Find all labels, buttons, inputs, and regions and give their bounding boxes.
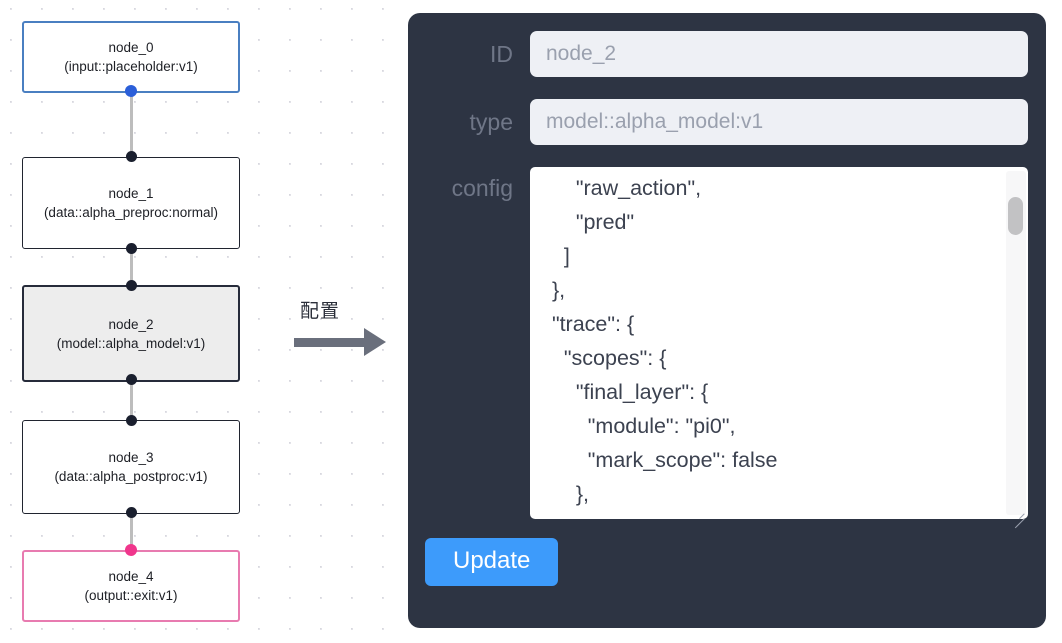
type-input[interactable] xyxy=(530,99,1028,145)
node-title: node_4 xyxy=(108,569,154,584)
form-row-actions: Update xyxy=(408,538,1028,586)
id-field-wrap xyxy=(530,31,1028,77)
config-field-label: config xyxy=(451,175,513,201)
node-handle-source[interactable] xyxy=(126,243,137,254)
node-title: node_0 xyxy=(108,40,154,55)
node-handle-target[interactable] xyxy=(125,544,137,556)
update-button[interactable]: Update xyxy=(425,538,559,586)
graph-node-node_0[interactable]: node_0 (input::placeholder:v1) xyxy=(22,21,240,93)
node-subtitle: (model::alpha_model:v1) xyxy=(56,335,206,351)
resize-grip-icon[interactable] xyxy=(1010,506,1025,521)
node-subtitle: (data::alpha_preproc:normal) xyxy=(43,205,219,220)
config-scrollbar-thumb[interactable] xyxy=(1008,197,1023,235)
node-handle-source[interactable] xyxy=(125,85,137,97)
node-handle-target[interactable] xyxy=(126,151,137,162)
graph-node-node_4[interactable]: node_4 (output::exit:v1) xyxy=(22,550,240,622)
config-textarea[interactable]: "raw_action", "pred" ] }, "trace": { "sc… xyxy=(530,167,1028,519)
node-title: node_3 xyxy=(108,450,154,465)
id-input[interactable] xyxy=(530,31,1028,77)
id-field-label: ID xyxy=(490,41,513,67)
type-field-wrap xyxy=(530,99,1028,145)
form-row-type: type xyxy=(408,99,1028,145)
form-row-config: config "raw_action", "pred" ] }, "trace"… xyxy=(408,167,1028,524)
arrow-right-icon xyxy=(294,338,366,347)
graph-node-node_2[interactable]: node_2 (model::alpha_model:v1) xyxy=(22,285,240,382)
graph-edge xyxy=(130,91,133,159)
node-subtitle: (data::alpha_postproc:v1) xyxy=(54,469,208,484)
node-title: node_2 xyxy=(108,316,154,332)
config-scrollbar-track[interactable] xyxy=(1006,171,1026,515)
graph-canvas[interactable]: node_0 (input::placeholder:v1) node_1 (d… xyxy=(0,0,400,643)
graph-edge xyxy=(130,512,133,552)
node-config-panel: ID type config "raw_action", "pred" ] },… xyxy=(408,13,1046,628)
config-field-wrap: "raw_action", "pred" ] }, "trace": { "sc… xyxy=(530,167,1028,524)
node-handle-target[interactable] xyxy=(126,280,137,291)
graph-node-node_3[interactable]: node_3 (data::alpha_postproc:v1) xyxy=(22,420,240,514)
form-row-id: ID xyxy=(408,31,1028,77)
node-subtitle: (output::exit:v1) xyxy=(84,588,178,603)
graph-node-node_1[interactable]: node_1 (data::alpha_preproc:normal) xyxy=(22,157,240,249)
node-handle-source[interactable] xyxy=(126,507,137,518)
type-field-label: type xyxy=(469,109,513,135)
transition-annotation: 配置 xyxy=(290,296,400,360)
arrow-right-icon-head xyxy=(364,328,386,356)
node-title: node_1 xyxy=(108,186,154,201)
node-subtitle: (input::placeholder:v1) xyxy=(64,59,198,74)
node-handle-target[interactable] xyxy=(126,415,137,426)
config-textarea-wrap: "raw_action", "pred" ] }, "trace": { "sc… xyxy=(530,167,1028,524)
graph-edge xyxy=(130,247,133,287)
transition-label: 配置 xyxy=(300,300,341,322)
graph-edge xyxy=(130,380,133,422)
node-handle-source[interactable] xyxy=(126,374,137,385)
